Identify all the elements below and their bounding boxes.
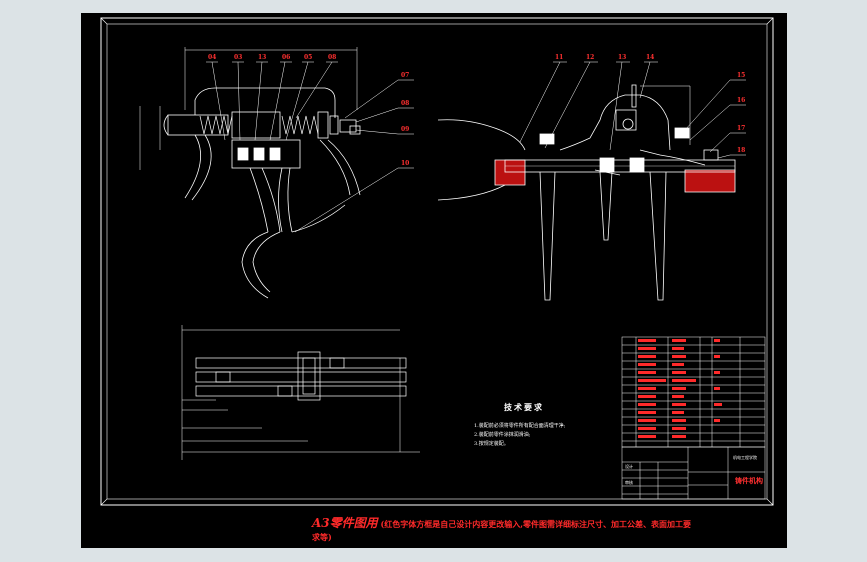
callout-16: 16 <box>737 97 746 104</box>
callout-04: 04 <box>208 54 217 61</box>
callout-06: 06 <box>282 54 291 61</box>
footer-text: (红色字体方框是自己设计内容更改输入,零件图需详细标注尺寸、加工公差、表面加工要… <box>312 519 692 542</box>
tech-requirements-title: 技术要求 <box>504 402 544 412</box>
plan-view <box>181 325 420 460</box>
callout-08a: 08 <box>328 54 337 61</box>
title-block-drawing-name: 铸件机构 <box>735 476 763 485</box>
footer-lead: A3零件图用 <box>312 516 378 530</box>
callout-17: 17 <box>737 125 746 132</box>
callout-13r: 13 <box>618 54 627 61</box>
callout-05: 05 <box>304 54 313 61</box>
callout-18: 18 <box>737 147 746 154</box>
parts-list <box>621 336 766 448</box>
left-leaders <box>206 61 414 233</box>
outer-frame <box>100 17 774 506</box>
callout-09: 09 <box>401 126 410 133</box>
right-leaders <box>519 61 746 159</box>
callout-10: 10 <box>401 160 410 167</box>
title-block-school: 机电工程学院 <box>733 455 757 460</box>
callout-15: 15 <box>737 72 746 79</box>
callout-03: 03 <box>234 54 243 61</box>
title-block-label-design: 设计 <box>625 464 633 469</box>
tech-requirement-1: 1.装配前必须将零件所有配合面清理干净; <box>474 423 566 429</box>
callout-07: 07 <box>401 72 410 79</box>
right-assembly-view <box>437 84 736 301</box>
callout-13: 13 <box>258 54 267 61</box>
left-assembly-view <box>139 47 361 299</box>
parts-list-red-marks <box>638 339 722 438</box>
callout-08b: 08 <box>401 100 410 107</box>
callout-14: 14 <box>646 54 655 61</box>
title-block-label-review: 审核 <box>625 480 633 485</box>
footer-note: A3零件图用 (红色字体方框是自己设计内容更改输入,零件图需详细标注尺寸、加工公… <box>312 517 692 544</box>
callout-11: 11 <box>555 54 564 61</box>
callout-12: 12 <box>586 54 595 61</box>
drawing-sheet <box>81 13 787 548</box>
tech-requirement-2: 2.装配前零件涂抹润滑油; <box>474 432 531 438</box>
title-block <box>621 446 766 500</box>
tech-requirement-3: 3.按规定装配。 <box>474 441 509 447</box>
inner-frame <box>106 23 768 500</box>
